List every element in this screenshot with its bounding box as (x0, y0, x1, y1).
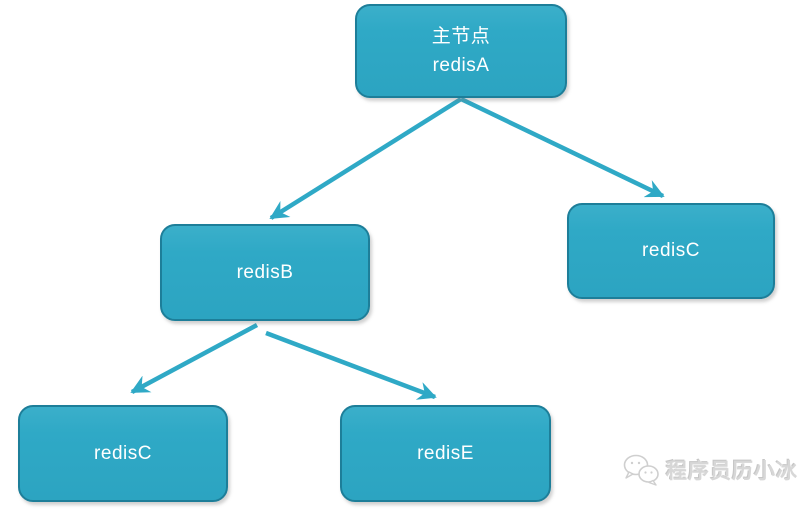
node-master-redisA: 主节点 redisA (355, 4, 567, 98)
arrow-redisA-to-redisC (460, 96, 665, 199)
master-node-name: redisA (432, 55, 490, 76)
watermark-text: 程序员历小冰 (666, 460, 798, 483)
node-redisC-bottom: redisC (18, 405, 228, 502)
node-label: redisB (236, 261, 294, 283)
arrow-redisB-to-redisC-bottom (130, 323, 259, 394)
wechat-chat-bubbles-icon (623, 454, 659, 486)
arrow-redisA-to-redisB (269, 97, 463, 220)
node-label: redisC (94, 442, 152, 464)
node-redisC-right: redisC (567, 203, 775, 299)
master-node-title: 主节点 (431, 25, 491, 47)
node-label: redisE (417, 442, 474, 464)
node-redisB: redisB (160, 224, 370, 321)
node-label: redisC (642, 240, 700, 262)
node-redisE: redisE (340, 405, 551, 502)
watermark: 程序员历小冰 (622, 452, 798, 488)
arrow-redisB-to-redisE (265, 330, 437, 400)
